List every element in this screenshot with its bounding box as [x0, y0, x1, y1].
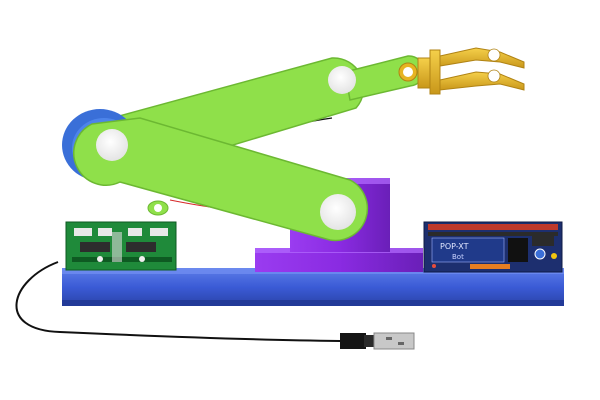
lower-arm-link	[73, 117, 369, 242]
gripper-pin-top	[487, 48, 501, 62]
controller-board-sublabel: Bot	[452, 253, 464, 261]
gripper	[417, 47, 525, 95]
joints	[96, 62, 418, 230]
gripper-pin-bottom	[487, 69, 501, 83]
elbow-joint	[328, 66, 356, 94]
controller-board: POP-XT Bot	[423, 221, 563, 273]
controller-board-label: POP-XT	[440, 242, 469, 251]
base-joint	[320, 194, 356, 230]
usb-cable	[15, 261, 415, 350]
shoulder-joint	[96, 129, 128, 161]
sensor-board	[65, 221, 177, 271]
base-plate	[62, 268, 564, 306]
